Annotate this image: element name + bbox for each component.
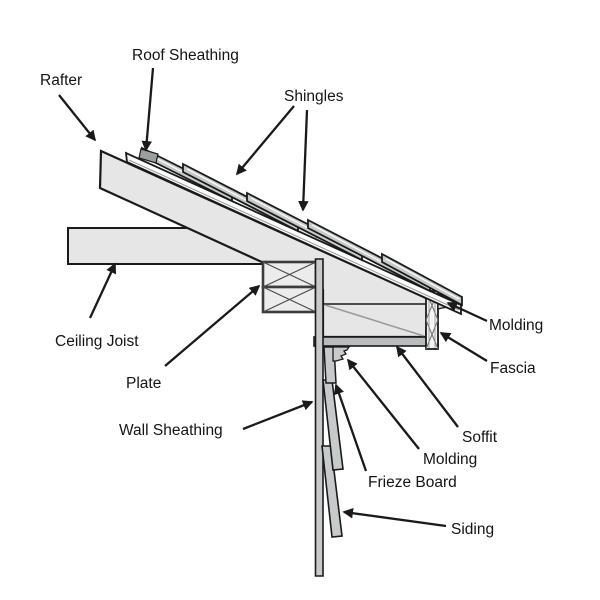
soffit-arrow bbox=[396, 345, 459, 428]
molding-lower-arrow bbox=[347, 358, 420, 450]
molding-lower-shape bbox=[332, 346, 351, 362]
fascia-arrow bbox=[439, 332, 488, 362]
label-fascia: Fascia bbox=[490, 360, 536, 377]
label-wall-sheathing: Wall Sheathing bbox=[119, 422, 223, 439]
label-molding-lower: Molding bbox=[423, 451, 477, 468]
fascia-shape bbox=[425, 290, 439, 350]
plate-arrow bbox=[164, 284, 261, 367]
label-rafter: Rafter bbox=[40, 72, 82, 89]
shingles-arrow-left bbox=[235, 105, 295, 176]
roof-sheathing-arrow bbox=[141, 67, 155, 152]
shingles-arrow-right bbox=[298, 109, 309, 212]
eave-box bbox=[323, 303, 426, 337]
ceiling-joist-arrow bbox=[88, 262, 117, 319]
label-siding: Siding bbox=[451, 521, 494, 538]
labels: Roof Sheathing Rafter Shingles Ceiling J… bbox=[40, 47, 543, 538]
siding-board-lower bbox=[321, 445, 343, 538]
plate-shape bbox=[261, 260, 318, 314]
molding-upper-arrow bbox=[446, 301, 488, 323]
label-molding-upper: Molding bbox=[489, 317, 543, 334]
shingle-course-5 bbox=[381, 252, 463, 307]
label-ceiling-joist: Ceiling Joist bbox=[55, 333, 139, 350]
rafter-arrow bbox=[58, 94, 96, 142]
siding-arrow bbox=[342, 507, 447, 528]
wall-sheathing-arrow bbox=[242, 400, 314, 431]
leader-arrows bbox=[58, 67, 488, 528]
soffit-shape bbox=[313, 336, 439, 347]
label-shingles: Shingles bbox=[284, 88, 344, 105]
wall-sheathing-shape bbox=[314, 258, 324, 577]
label-plate: Plate bbox=[126, 375, 161, 392]
shingle-cap bbox=[138, 148, 159, 164]
frieze-board-arrow bbox=[333, 383, 368, 472]
label-frieze-board: Frieze Board bbox=[368, 474, 457, 491]
label-soffit: Soffit bbox=[462, 429, 498, 446]
label-roof-sheathing: Roof Sheathing bbox=[132, 47, 239, 64]
